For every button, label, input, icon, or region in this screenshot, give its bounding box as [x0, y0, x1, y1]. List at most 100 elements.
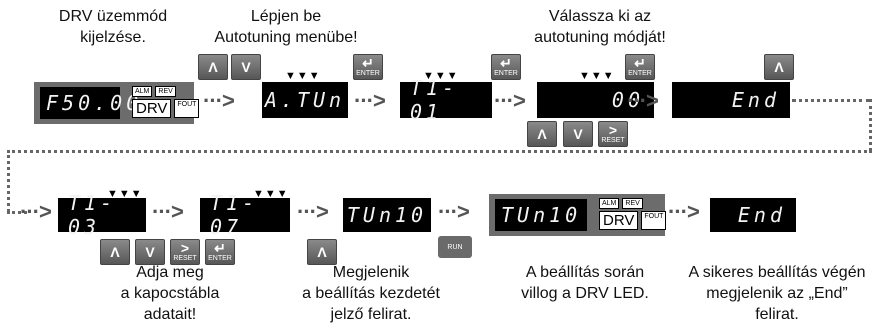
- lcd-display: F50.00: [40, 87, 138, 119]
- flow-arrow: ···>: [627, 88, 659, 113]
- flow-arrow: ···>: [494, 88, 526, 113]
- caption-line: Válassza ki az: [548, 8, 652, 25]
- connector-line: [792, 99, 870, 102]
- up-key[interactable]: Λ: [100, 239, 130, 265]
- caption-line: autotuning módját!: [534, 29, 666, 46]
- connector-line: [7, 150, 10, 212]
- blink-icon: ▼▼▼: [423, 70, 459, 82]
- enter-key[interactable]: ↵ENTER: [625, 54, 655, 80]
- down-arrow-icon: V: [145, 244, 155, 260]
- display-value: End: [731, 88, 780, 112]
- down-key[interactable]: V: [231, 54, 261, 80]
- lcd-display: End: [710, 198, 796, 232]
- caption-select-mode: Válassza ki az autotuning módját!: [520, 6, 680, 48]
- connector-line: [7, 150, 872, 153]
- right-arrow-icon: >: [608, 122, 618, 138]
- right-arrow-icon: >: [180, 240, 190, 256]
- fout-indicator: FOUT: [174, 99, 200, 118]
- display-value: End: [737, 203, 786, 227]
- up-key[interactable]: Λ: [764, 54, 794, 80]
- rev-indicator: REV: [155, 86, 176, 97]
- lcd-display: T1-07: [200, 191, 290, 239]
- blink-icon: ▼▼▼: [579, 70, 615, 82]
- caption-line: Autotuning menübe!: [214, 29, 358, 46]
- lcd-display: TUn10: [343, 198, 431, 232]
- lcd-display: A.TUn: [262, 82, 348, 118]
- drv-led: DRV: [599, 211, 639, 230]
- display-value: F50.00: [46, 91, 143, 115]
- caption-line: A beállítás során: [525, 264, 645, 281]
- enter-icon: ↵: [500, 55, 512, 71]
- up-key[interactable]: Λ: [307, 239, 337, 265]
- display-value: A.TUn: [264, 88, 346, 112]
- enter-key[interactable]: ↵ENTER: [491, 54, 521, 80]
- caption-line: kijelzése.: [80, 29, 146, 46]
- display-value: TUn10: [346, 203, 428, 227]
- caption-terminal-data: Adja meg a kapocstábla adatait!: [100, 262, 240, 325]
- lcd-display: TUn10: [495, 199, 587, 231]
- display-value: T1-07: [210, 191, 259, 239]
- caption-line: Megjelenik: [332, 264, 410, 281]
- caption-enter-autotuning: Lépjen be Autotuning menübe!: [206, 6, 366, 48]
- reset-key-label: RESET: [601, 137, 625, 144]
- connector-line: [7, 211, 27, 214]
- display-value: TUn10: [501, 203, 582, 227]
- flow-arrow: ···>: [438, 199, 470, 224]
- alm-indicator: ALM: [599, 198, 620, 209]
- display-value: T1-03: [68, 191, 117, 239]
- caption-line: a beállítás kezdetét: [302, 285, 440, 302]
- caption-line: villog a DRV LED.: [521, 285, 649, 302]
- enter-icon: ↵: [362, 55, 374, 71]
- down-key[interactable]: V: [563, 121, 593, 147]
- drv-led: DRV: [132, 99, 172, 118]
- reset-key-label: RESET: [173, 255, 197, 262]
- enter-key-label: ENTER: [208, 255, 232, 262]
- down-arrow-icon: V: [573, 126, 583, 142]
- caption-line: A sikeres beállítás végén: [688, 264, 866, 281]
- enter-icon: ↵: [214, 240, 226, 256]
- enter-key[interactable]: ↵ENTER: [205, 239, 235, 265]
- caption-line: Lépjen be: [250, 8, 322, 25]
- up-arrow-icon: Λ: [208, 59, 218, 75]
- caption-end-label: A sikeres beállítás végén megjelenik az …: [672, 262, 882, 325]
- blink-icon: ▼▼▼: [285, 70, 321, 82]
- blink-icon: ▼▼▼: [253, 188, 289, 200]
- flow-arrow: ···>: [354, 88, 386, 113]
- caption-line: DRV üzemmód: [58, 8, 168, 25]
- reset-key[interactable]: >RESET: [598, 121, 628, 147]
- blink-icon: ▼▼▼: [107, 188, 143, 200]
- connector-line: [869, 99, 872, 151]
- down-arrow-icon: V: [241, 59, 251, 75]
- enter-icon: ↵: [634, 55, 646, 71]
- enter-key-label: ENTER: [628, 70, 652, 77]
- enter-key[interactable]: ↵ENTER: [353, 54, 383, 80]
- flow-arrow: ···>: [152, 199, 184, 224]
- up-arrow-icon: Λ: [774, 59, 784, 75]
- lcd-display: T1-01: [400, 76, 492, 124]
- display-value: T1-01: [410, 76, 459, 124]
- lcd-display: 00: [537, 82, 654, 118]
- run-key[interactable]: RUN: [438, 236, 472, 258]
- enter-key-label: ENTER: [356, 70, 380, 77]
- run-key-label: RUN: [447, 243, 463, 251]
- up-arrow-icon: Λ: [110, 244, 120, 260]
- lcd-display: End: [672, 82, 790, 118]
- up-key[interactable]: Λ: [527, 121, 557, 147]
- alm-indicator: ALM: [132, 86, 153, 97]
- display-value: 00: [611, 88, 644, 112]
- flow-arrow: ···>: [297, 199, 329, 224]
- caption-drv-mode: DRV üzemmód kijelzése.: [33, 6, 193, 48]
- down-key[interactable]: V: [135, 239, 165, 265]
- reset-key[interactable]: >RESET: [170, 239, 200, 265]
- lcd-display: T1-03: [58, 191, 146, 239]
- up-arrow-icon: Λ: [317, 244, 327, 260]
- rev-indicator: REV: [622, 198, 643, 209]
- up-key[interactable]: Λ: [198, 54, 228, 80]
- flow-arrow: ···>: [203, 88, 235, 113]
- flow-arrow: ···>: [668, 199, 700, 224]
- caption-drv-blink: A beállítás során villog a DRV LED.: [505, 262, 665, 304]
